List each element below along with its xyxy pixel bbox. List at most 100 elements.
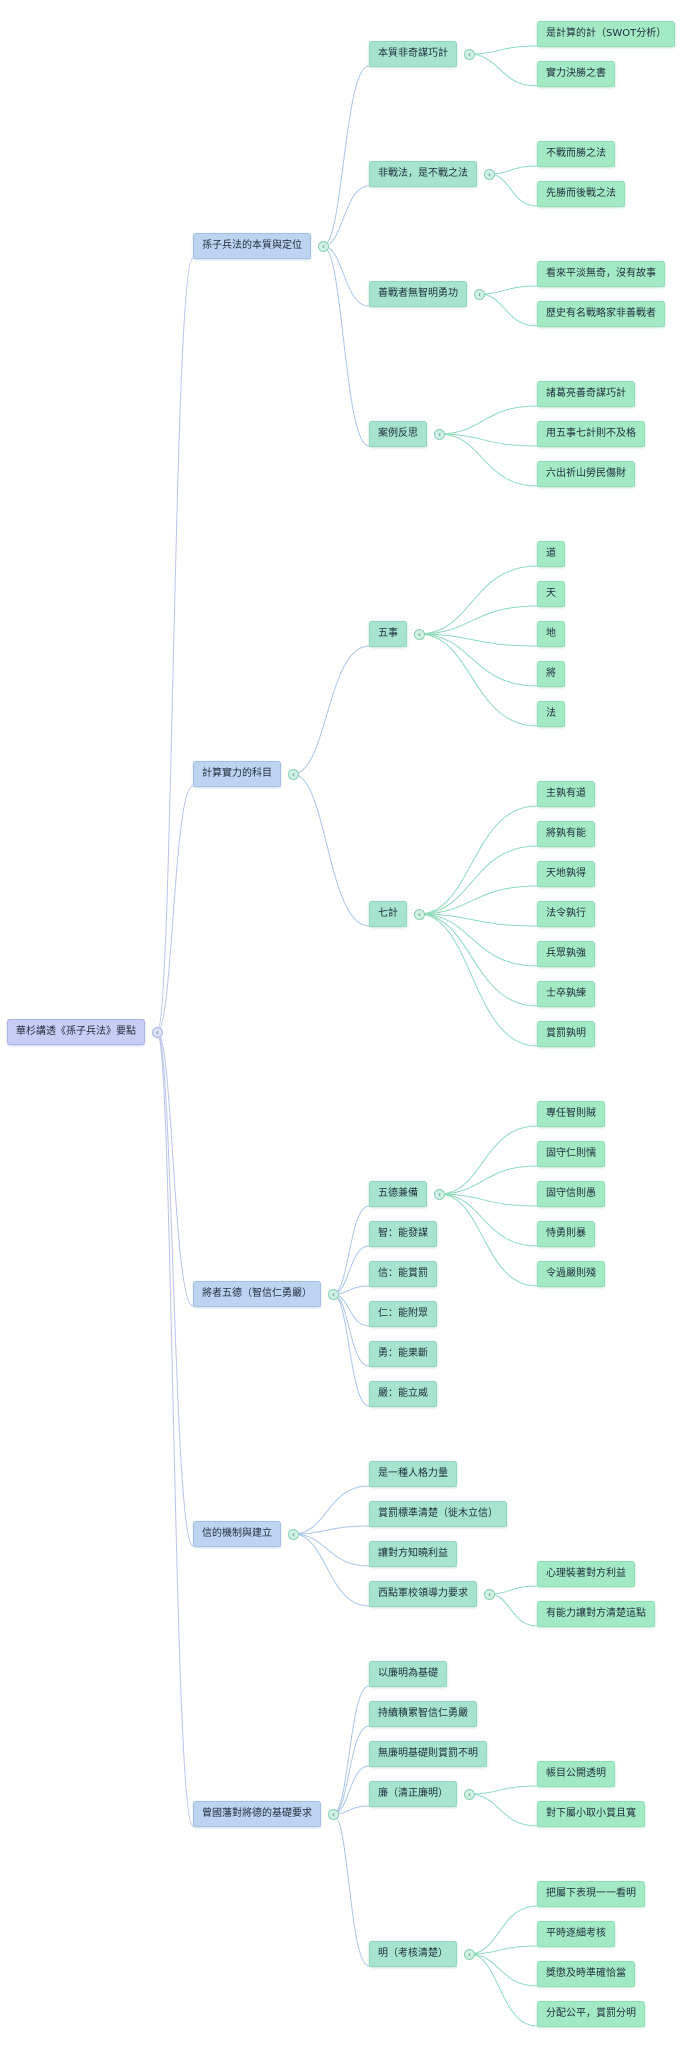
leaf-fail-grade[interactable]: 用五事七計則不及格 — [537, 421, 645, 447]
connector-line — [156, 1031, 321, 1307]
connector-line — [332, 1205, 427, 1295]
connector-line — [468, 45, 675, 55]
topic-lian[interactable]: 廉（清正廉明） — [369, 1781, 457, 1807]
leaf-care-benefit[interactable]: 心理裝著對方利益 — [537, 1561, 635, 1587]
connector-line — [292, 773, 407, 927]
leaf-swot[interactable]: 是計算的計（SWOT分析） — [537, 21, 676, 47]
leaf-virtue-1[interactable]: 專任智則賊 — [537, 1101, 605, 1127]
branch-five-virtues[interactable]: 將者五德（智信仁勇嚴） — [193, 1281, 321, 1307]
connector-line — [156, 1031, 281, 1547]
connector-line — [418, 913, 595, 927]
leaf-jiang[interactable]: 將 — [537, 661, 565, 687]
collapse-toggle-icon[interactable]: ‹ — [464, 49, 475, 60]
collapse-toggle-icon[interactable]: ‹ — [464, 1789, 475, 1800]
collapse-toggle-icon[interactable]: ‹ — [414, 909, 425, 920]
topic-strictness[interactable]: 嚴：能立威 — [369, 1381, 437, 1407]
topic-all-virtues[interactable]: 五德兼備 — [369, 1181, 427, 1207]
collapse-toggle-icon[interactable]: ‹ — [318, 241, 329, 252]
collapse-toggle-icon[interactable]: ‹ — [464, 1949, 475, 1960]
collapse-toggle-icon[interactable]: ‹ — [484, 1589, 495, 1600]
connector-line — [322, 65, 457, 247]
collapse-toggle-icon[interactable]: ‹ — [288, 769, 299, 780]
leaf-timely-reward[interactable]: 獎懲及時準確恰當 — [537, 1961, 635, 1987]
leaf-win-without-war[interactable]: 不戰而勝之法 — [537, 141, 615, 167]
topic-not-tricks[interactable]: 本質非奇謀巧計 — [369, 41, 457, 67]
leaf-virtue-2[interactable]: 固守仁則懦 — [537, 1141, 605, 1167]
topic-base[interactable]: 以廉明為基礎 — [369, 1661, 447, 1687]
leaf-virtue-5[interactable]: 令過嚴則殘 — [537, 1261, 605, 1287]
leaf-make-clear[interactable]: 有能力讓對方清楚這點 — [537, 1601, 655, 1627]
leaf-virtue-4[interactable]: 恃勇則暴 — [537, 1221, 595, 1247]
topic-no-war[interactable]: 非戰法，是不戰之法 — [369, 161, 477, 187]
connector-line — [332, 1685, 447, 1815]
connector-line — [322, 245, 427, 447]
leaf-small-take[interactable]: 對下屬小取小賞且寬 — [537, 1801, 645, 1827]
connector-line — [418, 633, 565, 727]
collapse-toggle-icon[interactable]: ‹ — [434, 1189, 445, 1200]
leaf-see-clearly[interactable]: 把屬下表現一一看明 — [537, 1881, 645, 1907]
connector-line — [438, 433, 635, 487]
topic-good-warrior[interactable]: 善戰者無智明勇功 — [369, 281, 467, 307]
root-node[interactable]: 華杉講透《孫子兵法》要點 — [7, 1019, 145, 1045]
collapse-toggle-icon[interactable]: ‹ — [434, 429, 445, 440]
leaf-daily-review[interactable]: 平時逐細考核 — [537, 1921, 615, 1947]
leaf-famous-strategists[interactable]: 歷史有名戰略家非善戰者 — [537, 301, 665, 327]
topic-wisdom[interactable]: 智：能發謀 — [369, 1221, 437, 1247]
branch-calculation[interactable]: 計算實力的科目 — [193, 761, 281, 787]
topic-seven-calcs[interactable]: 七計 — [369, 901, 407, 927]
topic-trust[interactable]: 信：能賞罰 — [369, 1261, 437, 1287]
connector-line — [438, 1125, 605, 1195]
leaf-calc-5[interactable]: 兵眾孰強 — [537, 941, 595, 967]
topic-case-review[interactable]: 案例反思 — [369, 421, 427, 447]
leaf-fa[interactable]: 法 — [537, 701, 565, 727]
branch-zeng-guofan[interactable]: 曾國藩對將德的基礎要求 — [193, 1801, 321, 1827]
leaf-dao[interactable]: 道 — [537, 541, 565, 567]
connector-line — [438, 1193, 605, 1207]
topic-show-benefit[interactable]: 讓對方知曉利益 — [369, 1541, 457, 1567]
collapse-toggle-icon[interactable]: ‹ — [288, 1529, 299, 1540]
topic-five-factors[interactable]: 五事 — [369, 621, 407, 647]
connector-line — [332, 1813, 457, 1967]
connector-line — [332, 1805, 457, 1815]
connector-line — [438, 1165, 605, 1195]
leaf-accounts[interactable]: 帳目公開透明 — [537, 1761, 615, 1787]
leaf-virtue-3[interactable]: 固守信則愚 — [537, 1181, 605, 1207]
leaf-tian[interactable]: 天 — [537, 581, 565, 607]
topic-courage[interactable]: 勇：能果斷 — [369, 1341, 437, 1367]
leaf-qishan[interactable]: 六出祈山勞民傷財 — [537, 461, 635, 487]
topic-west-point[interactable]: 西點軍校領導力要求 — [369, 1581, 477, 1607]
leaf-win-first[interactable]: 先勝而後戰之法 — [537, 181, 625, 207]
connector-line — [292, 645, 407, 775]
topic-accumulate[interactable]: 持續積累智信仁勇嚴 — [369, 1701, 477, 1727]
collapse-toggle-icon[interactable]: ‹ — [414, 629, 425, 640]
connector-line — [418, 605, 565, 635]
connector-line — [418, 805, 595, 915]
collapse-toggle-icon[interactable]: ‹ — [328, 1809, 339, 1820]
topic-personality[interactable]: 是一種人格力量 — [369, 1461, 457, 1487]
leaf-calc-1[interactable]: 主孰有道 — [537, 781, 595, 807]
leaf-di[interactable]: 地 — [537, 621, 565, 647]
leaf-calc-7[interactable]: 賞罰孰明 — [537, 1021, 595, 1047]
leaf-calc-6[interactable]: 士卒孰練 — [537, 981, 595, 1007]
leaf-calc-4[interactable]: 法令孰行 — [537, 901, 595, 927]
leaf-calc-2[interactable]: 將孰有能 — [537, 821, 595, 847]
collapse-toggle-icon[interactable]: ‹ — [484, 169, 495, 180]
topic-ming[interactable]: 明（考核清楚） — [369, 1941, 457, 1967]
collapse-toggle-icon[interactable]: ‹ — [152, 1027, 163, 1038]
leaf-strength-book[interactable]: 實力決勝之書 — [537, 61, 615, 87]
branch-trust[interactable]: 信的機制與建立 — [193, 1521, 281, 1547]
connector-line — [438, 433, 645, 447]
leaf-zhuge-liang[interactable]: 諸葛亮善奇謀巧計 — [537, 381, 635, 407]
connector-line — [418, 845, 595, 915]
collapse-toggle-icon[interactable]: ‹ — [328, 1289, 339, 1300]
topic-benevolence[interactable]: 仁：能附眾 — [369, 1301, 437, 1327]
leaf-fair-distribution[interactable]: 分配公平，賞罰分明 — [537, 2001, 645, 2027]
topic-no-base[interactable]: 無廉明基礎則賞罰不明 — [369, 1741, 487, 1767]
leaf-calc-3[interactable]: 天地孰得 — [537, 861, 595, 887]
leaf-plain[interactable]: 看來平淡無奇，沒有故事 — [537, 261, 665, 287]
collapse-toggle-icon[interactable]: ‹ — [474, 289, 485, 300]
topic-reward-standard[interactable]: 賞罰標準清楚（徙木立信） — [369, 1501, 507, 1527]
connector-line — [438, 1193, 605, 1287]
connector-line — [418, 885, 595, 915]
branch-essence[interactable]: 孫子兵法的本質與定位 — [193, 233, 311, 259]
